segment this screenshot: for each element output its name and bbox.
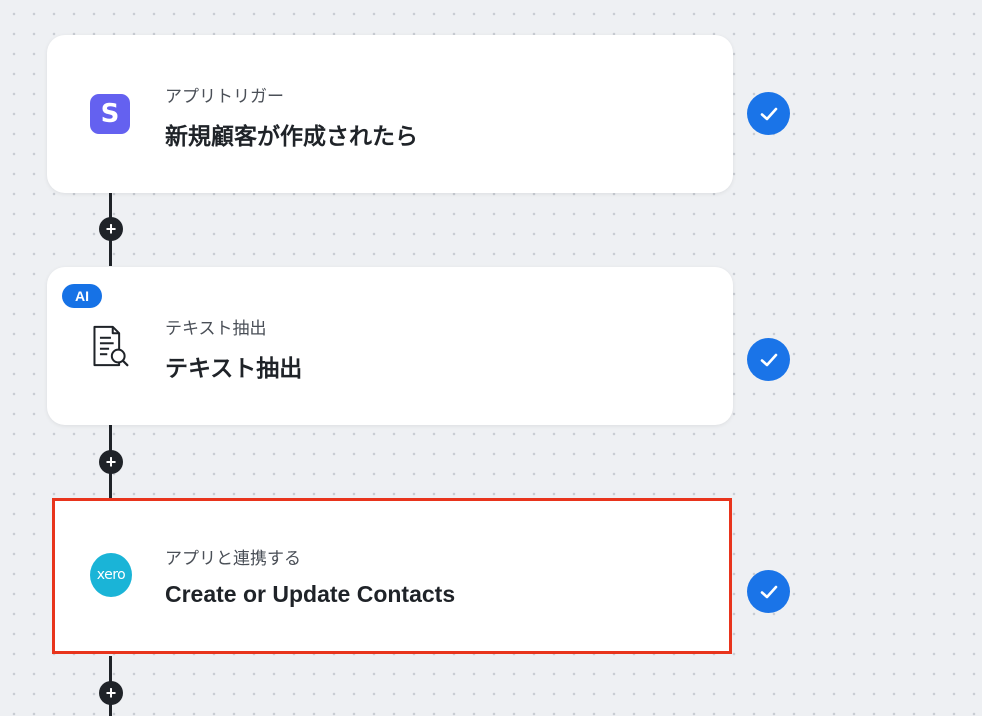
step-type-label: アプリと連携する bbox=[165, 549, 301, 568]
add-step-button[interactable]: + bbox=[99, 217, 123, 241]
stripe-logo: S bbox=[90, 94, 130, 134]
stripe-icon: S bbox=[89, 93, 131, 135]
step-title: Create or Update Contacts bbox=[165, 581, 456, 607]
add-step-button[interactable]: + bbox=[99, 450, 123, 474]
step-title: テキスト抽出 bbox=[165, 355, 303, 381]
xero-icon: xero bbox=[90, 553, 132, 597]
step-type-label: テキスト抽出 bbox=[165, 319, 267, 338]
step-type-label: アプリトリガー bbox=[165, 87, 284, 106]
flow-step-card-xero-contacts[interactable]: xero アプリと連携する Create or Update Contacts bbox=[52, 498, 732, 654]
step-title: 新規顧客が作成されたら bbox=[165, 123, 418, 149]
step-complete-check-icon bbox=[747, 338, 790, 381]
flow-step-card-trigger[interactable]: S アプリトリガー 新規顧客が作成されたら bbox=[47, 35, 733, 193]
xero-logo: xero bbox=[90, 553, 132, 597]
add-step-button[interactable]: + bbox=[99, 681, 123, 705]
ai-badge: AI bbox=[62, 284, 102, 308]
document-search-icon bbox=[89, 325, 131, 367]
flow-step-card-text-extraction[interactable]: AI テキスト抽出 テキスト抽出 bbox=[47, 267, 733, 425]
step-complete-check-icon bbox=[747, 92, 790, 135]
step-complete-check-icon bbox=[747, 570, 790, 613]
